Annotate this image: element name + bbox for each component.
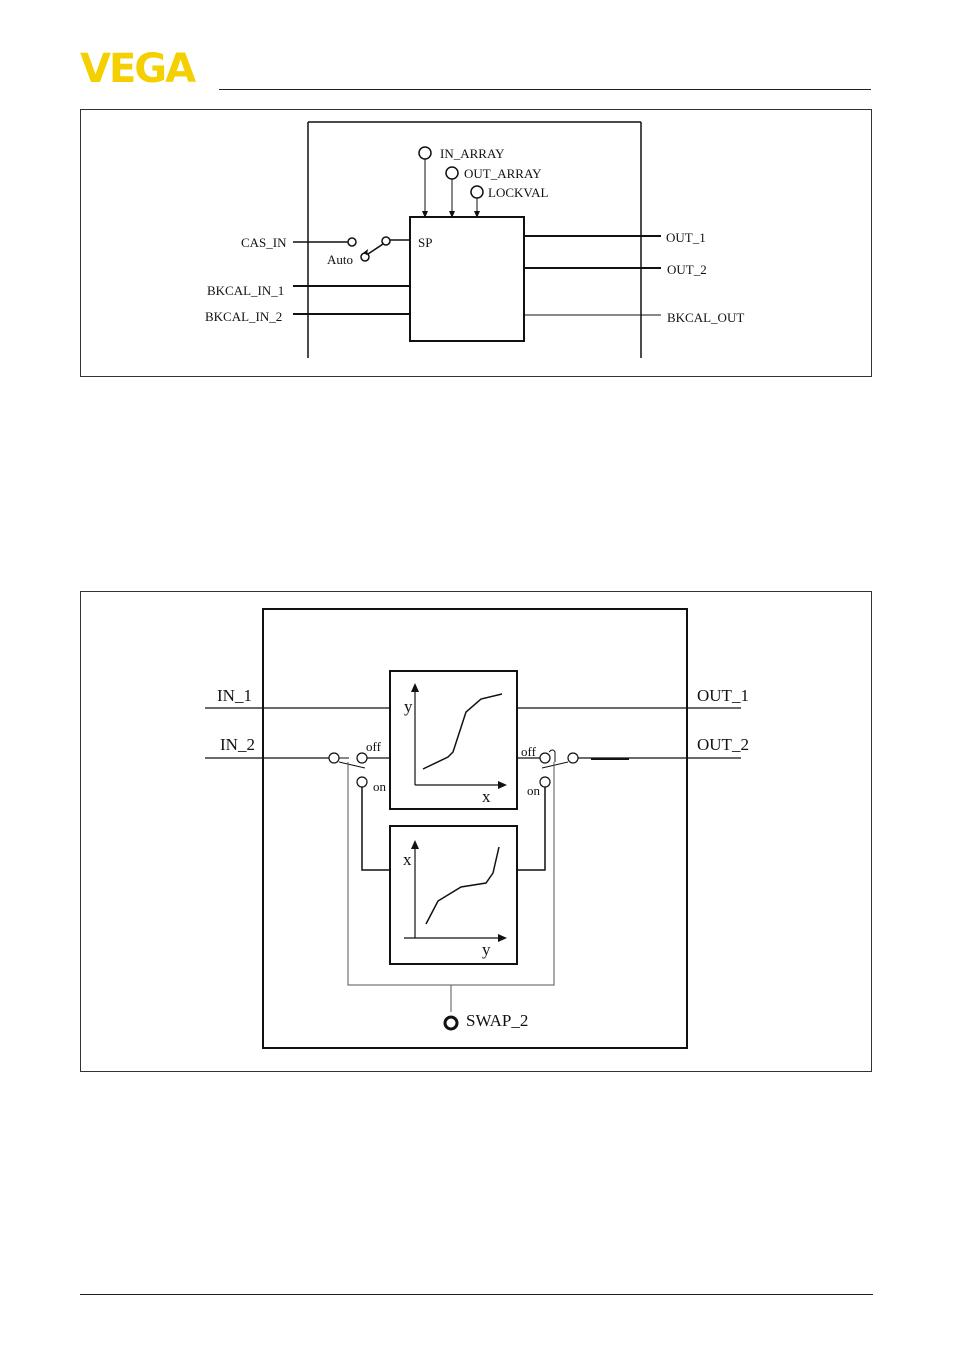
- swap-2-label: SWAP_2: [466, 1011, 528, 1030]
- auto-label: Auto: [327, 252, 353, 267]
- out-2-label: OUT_2: [697, 735, 749, 754]
- swap-2-connector: [445, 1017, 457, 1029]
- bkcal-in-1-label: BKCAL_IN_1: [207, 283, 284, 298]
- lower-function-block: [390, 826, 517, 964]
- out-2-label: OUT_2: [667, 262, 707, 277]
- out-1-label: OUT_1: [697, 686, 749, 705]
- out-1-label: OUT_1: [666, 230, 706, 245]
- out-array-connector: [446, 167, 458, 179]
- on-right-label: on: [527, 783, 541, 798]
- in-array-label: IN_ARRAY: [440, 146, 505, 161]
- bkcal-in-2-label: BKCAL_IN_2: [205, 309, 282, 324]
- vega-logo-mark: VEGA: [80, 48, 220, 88]
- footer-rule: [80, 1294, 873, 1295]
- vega-logo-text: VEGA: [80, 48, 196, 88]
- figure-2-diagram: IN_1 IN_2 OUT_1 OUT_2 off on off on y x …: [81, 592, 871, 1071]
- figure-1-frame: IN_ARRAY OUT_ARRAY LOCKVAL CAS_IN Auto S…: [80, 109, 872, 377]
- cas-in-label: CAS_IN: [241, 235, 287, 250]
- figure-1-diagram: IN_ARRAY OUT_ARRAY LOCKVAL CAS_IN Auto S…: [81, 110, 871, 376]
- outer-block: [263, 609, 687, 1048]
- in-array-connector: [419, 147, 431, 159]
- vega-logo: VEGA: [80, 48, 220, 88]
- figure-2-frame: IN_1 IN_2 OUT_1 OUT_2 off on off on y x …: [80, 591, 872, 1072]
- in-2-label: IN_2: [220, 735, 255, 754]
- lower-x-axis-label: x: [403, 850, 412, 869]
- out-array-label: OUT_ARRAY: [464, 166, 542, 181]
- off-right-label: off: [521, 744, 537, 759]
- sp-label: SP: [418, 235, 432, 250]
- bkcal-out-label: BKCAL_OUT: [667, 310, 744, 325]
- upper-function-block: [390, 671, 517, 809]
- lockval-connector: [471, 186, 483, 198]
- header-rule: [219, 89, 871, 90]
- lower-y-axis-label: y: [482, 940, 491, 959]
- upper-x-axis-label: x: [482, 787, 491, 806]
- off-left-label: off: [366, 739, 382, 754]
- on-left-label: on: [373, 779, 387, 794]
- lockval-label: LOCKVAL: [488, 185, 548, 200]
- in-1-label: IN_1: [217, 686, 252, 705]
- upper-y-axis-label: y: [404, 697, 413, 716]
